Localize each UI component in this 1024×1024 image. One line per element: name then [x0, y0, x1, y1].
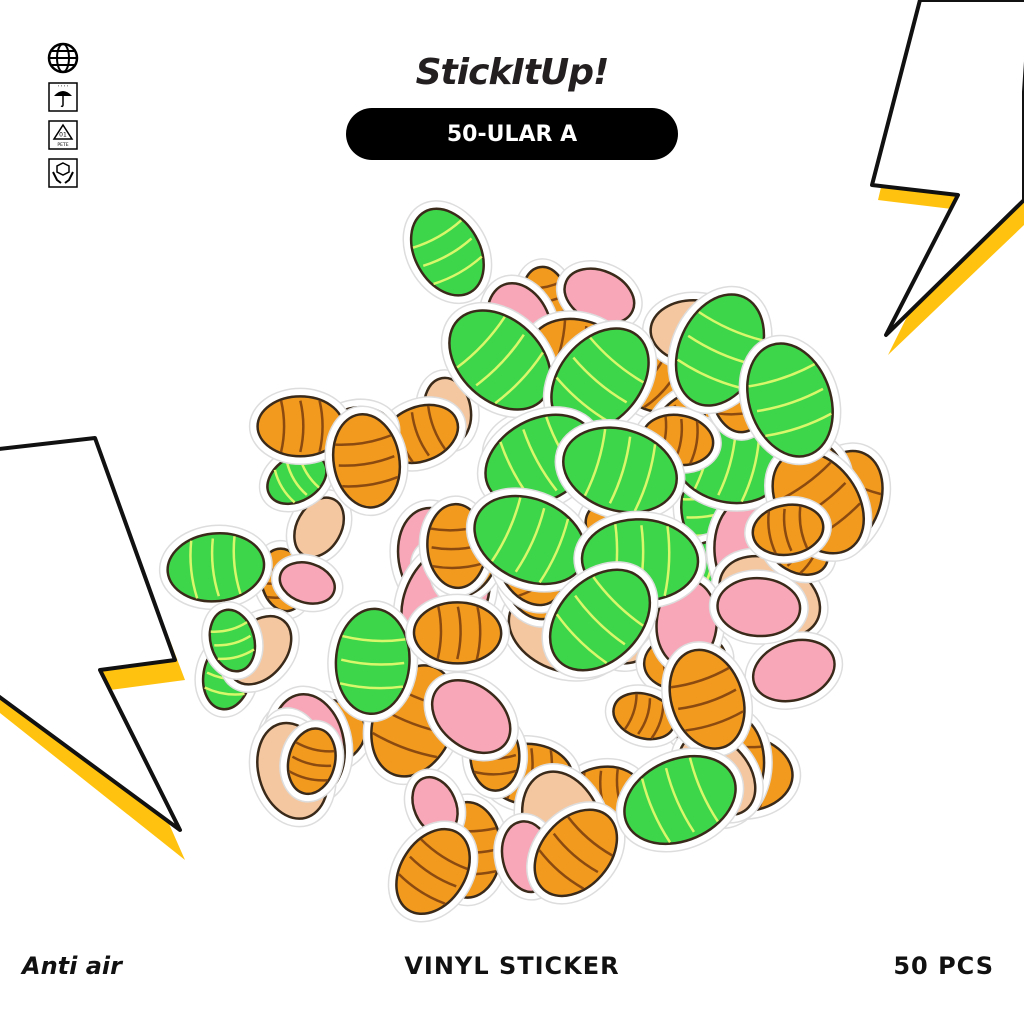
sticker — [554, 418, 686, 522]
sticker — [387, 820, 479, 923]
sticker — [279, 719, 345, 803]
sticker — [526, 801, 626, 905]
lightning-bolt-left — [0, 436, 185, 860]
sticker — [661, 641, 754, 758]
recycle-number: 01 — [59, 132, 67, 139]
footer-piece-count: 50 PCS — [893, 952, 994, 980]
footer-anti-air: Anti air — [22, 952, 122, 980]
sticker — [708, 569, 809, 645]
sticker — [440, 301, 560, 419]
pete-01-recycle-icon: 01 PETE — [48, 120, 78, 150]
sticker — [738, 334, 842, 466]
sticker — [744, 631, 844, 710]
product-code-badge: 50-ULAR A — [346, 108, 678, 160]
sticker — [402, 200, 493, 305]
keep-dry-umbrella-icon: ' ' ' ' — [48, 82, 78, 112]
handle-with-care-icon — [48, 158, 78, 188]
info-icons: ' ' ' ' 01 PETE — [46, 42, 80, 188]
sticker — [271, 553, 344, 613]
footer-vinyl-sticker: VINYL STICKER — [404, 952, 620, 980]
globe-icon — [47, 42, 79, 74]
sticker — [744, 495, 832, 564]
sticker — [158, 524, 273, 611]
brand-logo: StickItUp! — [415, 52, 610, 93]
sticker — [405, 593, 510, 673]
sticker — [465, 487, 595, 593]
sticker — [201, 601, 264, 680]
sticker — [324, 405, 409, 517]
lightning-bolt-top-right — [870, 0, 1024, 355]
recycle-material: PETE — [57, 142, 68, 148]
svg-text:' ' ' ': ' ' ' ' — [58, 85, 68, 91]
sticker — [327, 600, 419, 723]
sticker — [615, 747, 745, 853]
sticker — [423, 671, 519, 762]
sticker — [541, 561, 659, 679]
